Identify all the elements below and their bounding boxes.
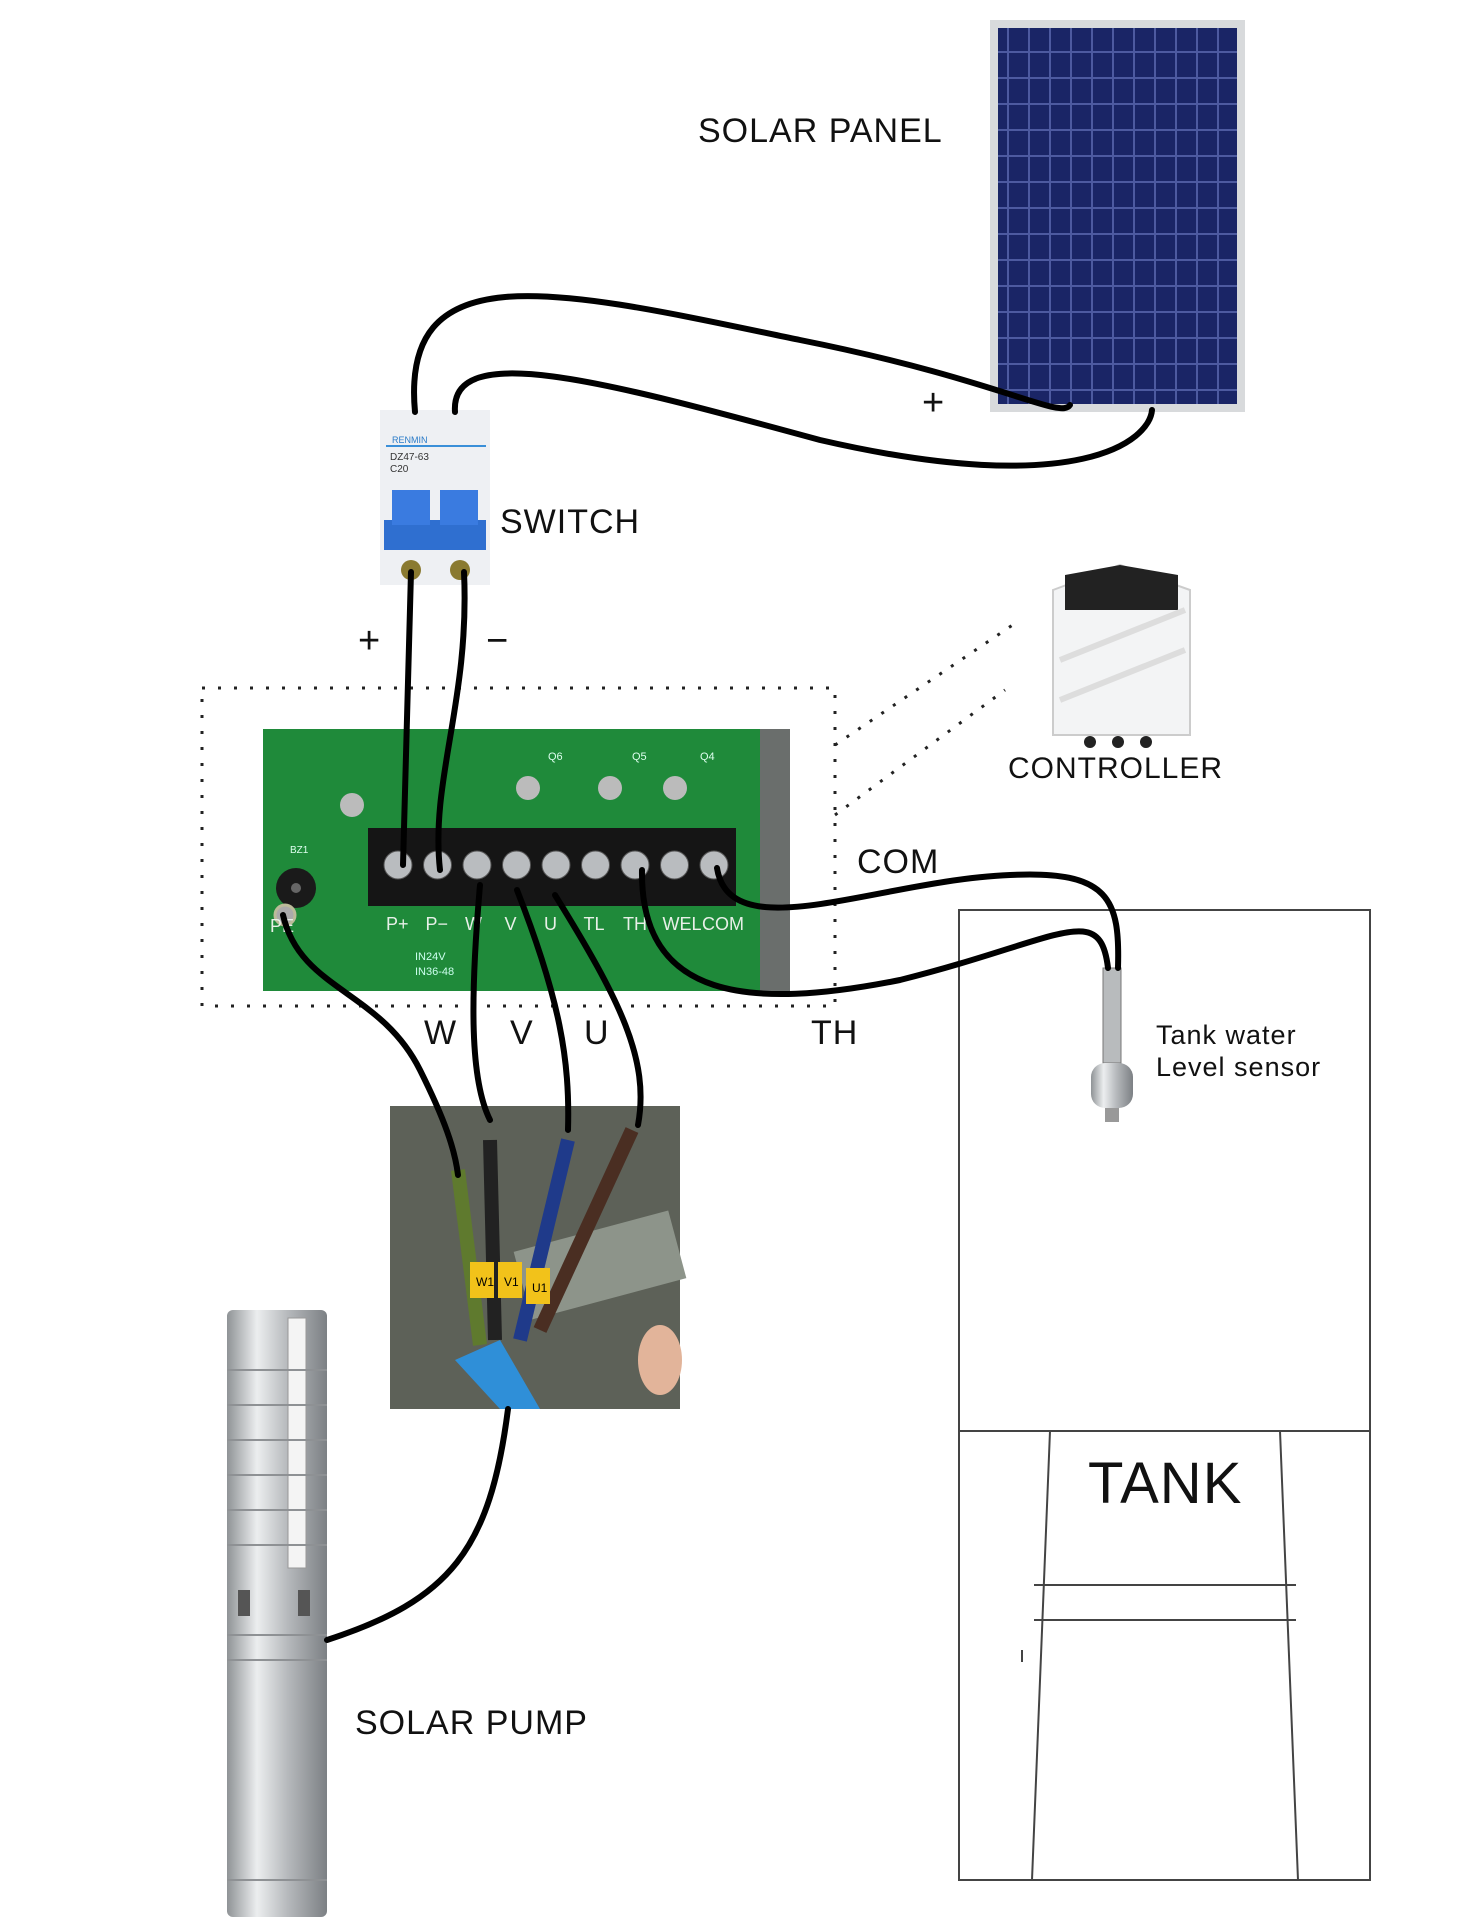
sensor-label-line1: Tank water bbox=[1156, 1020, 1297, 1050]
solar-pump-label: SOLAR PUMP bbox=[355, 1704, 588, 1742]
tank bbox=[958, 909, 1371, 1881]
com-label: COM bbox=[857, 843, 940, 881]
terminal-label: P− bbox=[426, 914, 449, 934]
wire-th bbox=[638, 867, 1111, 998]
th-label: TH bbox=[811, 1014, 859, 1052]
terminal-screw bbox=[462, 850, 492, 880]
level-sensor bbox=[1091, 967, 1133, 1122]
wire-v bbox=[514, 887, 572, 1133]
terminal-label: TH bbox=[623, 914, 647, 934]
switch-model: DZ47-63 bbox=[390, 452, 429, 463]
terminal-label: COM bbox=[702, 914, 744, 934]
solar-panel-label: SOLAR PANEL bbox=[698, 112, 943, 150]
solar-pump bbox=[227, 1310, 327, 1917]
wire-w bbox=[470, 882, 493, 1123]
solar-panel bbox=[990, 20, 1245, 412]
terminal-screw bbox=[502, 850, 531, 880]
circuit-breaker-switch: RENMIN DZ47-63 C20 bbox=[380, 410, 490, 585]
wire-switch-to-pplus bbox=[400, 569, 414, 868]
v-label: V bbox=[510, 1014, 534, 1052]
component-q6: Q6 bbox=[548, 751, 563, 763]
terminal-label: TL bbox=[584, 914, 605, 934]
switch-label: SWITCH bbox=[500, 503, 641, 541]
terminal-label: V bbox=[505, 914, 517, 934]
terminal-screw bbox=[581, 850, 610, 880]
note-in36-48: IN36-48 bbox=[415, 966, 454, 978]
wire-com bbox=[714, 865, 1122, 971]
component-q4: Q4 bbox=[700, 751, 715, 763]
switch-minus-label: − bbox=[486, 620, 510, 662]
controller-label: CONTROLLER bbox=[1008, 752, 1224, 785]
terminal-screw bbox=[699, 850, 729, 880]
switch-rating: C20 bbox=[390, 464, 409, 475]
wire-switch-to-pminus bbox=[435, 569, 468, 873]
switch-brand: RENMIN bbox=[392, 435, 428, 445]
controller-unit bbox=[1052, 563, 1191, 748]
terminal-screw bbox=[660, 850, 689, 880]
switch-plus-label: + bbox=[358, 620, 382, 662]
terminal-screw bbox=[541, 850, 571, 880]
panel-plus-label: + bbox=[922, 382, 946, 424]
terminal-label: WEL bbox=[663, 914, 702, 934]
note-in24v: IN24V bbox=[415, 951, 446, 963]
component-bz1: BZ1 bbox=[290, 845, 309, 856]
wires bbox=[280, 293, 1155, 1643]
u-label: U bbox=[584, 1014, 610, 1052]
wire-u bbox=[552, 892, 644, 1128]
component-q5: Q5 bbox=[632, 751, 647, 763]
pump-cable-photo: W1 V1 U1 bbox=[390, 1106, 687, 1409]
terminal-label: U bbox=[544, 914, 557, 934]
w-label: W bbox=[424, 1014, 458, 1052]
wire-pe bbox=[280, 912, 461, 1178]
callout-lines bbox=[834, 618, 1021, 817]
terminal-label: P+ bbox=[386, 914, 409, 934]
wire-panel-positive bbox=[411, 293, 1073, 415]
sensor-label-line2: Level sensor bbox=[1156, 1052, 1322, 1082]
cable-tag-u1: U1 bbox=[532, 1281, 548, 1295]
wire-panel-negative bbox=[451, 370, 1155, 469]
wire-pump bbox=[324, 1406, 511, 1643]
cable-tag-v1: V1 bbox=[504, 1275, 519, 1289]
cable-tag-w1: W1 bbox=[476, 1275, 494, 1289]
terminal-screw bbox=[383, 850, 413, 880]
tank-label: TANK bbox=[1088, 1451, 1243, 1516]
